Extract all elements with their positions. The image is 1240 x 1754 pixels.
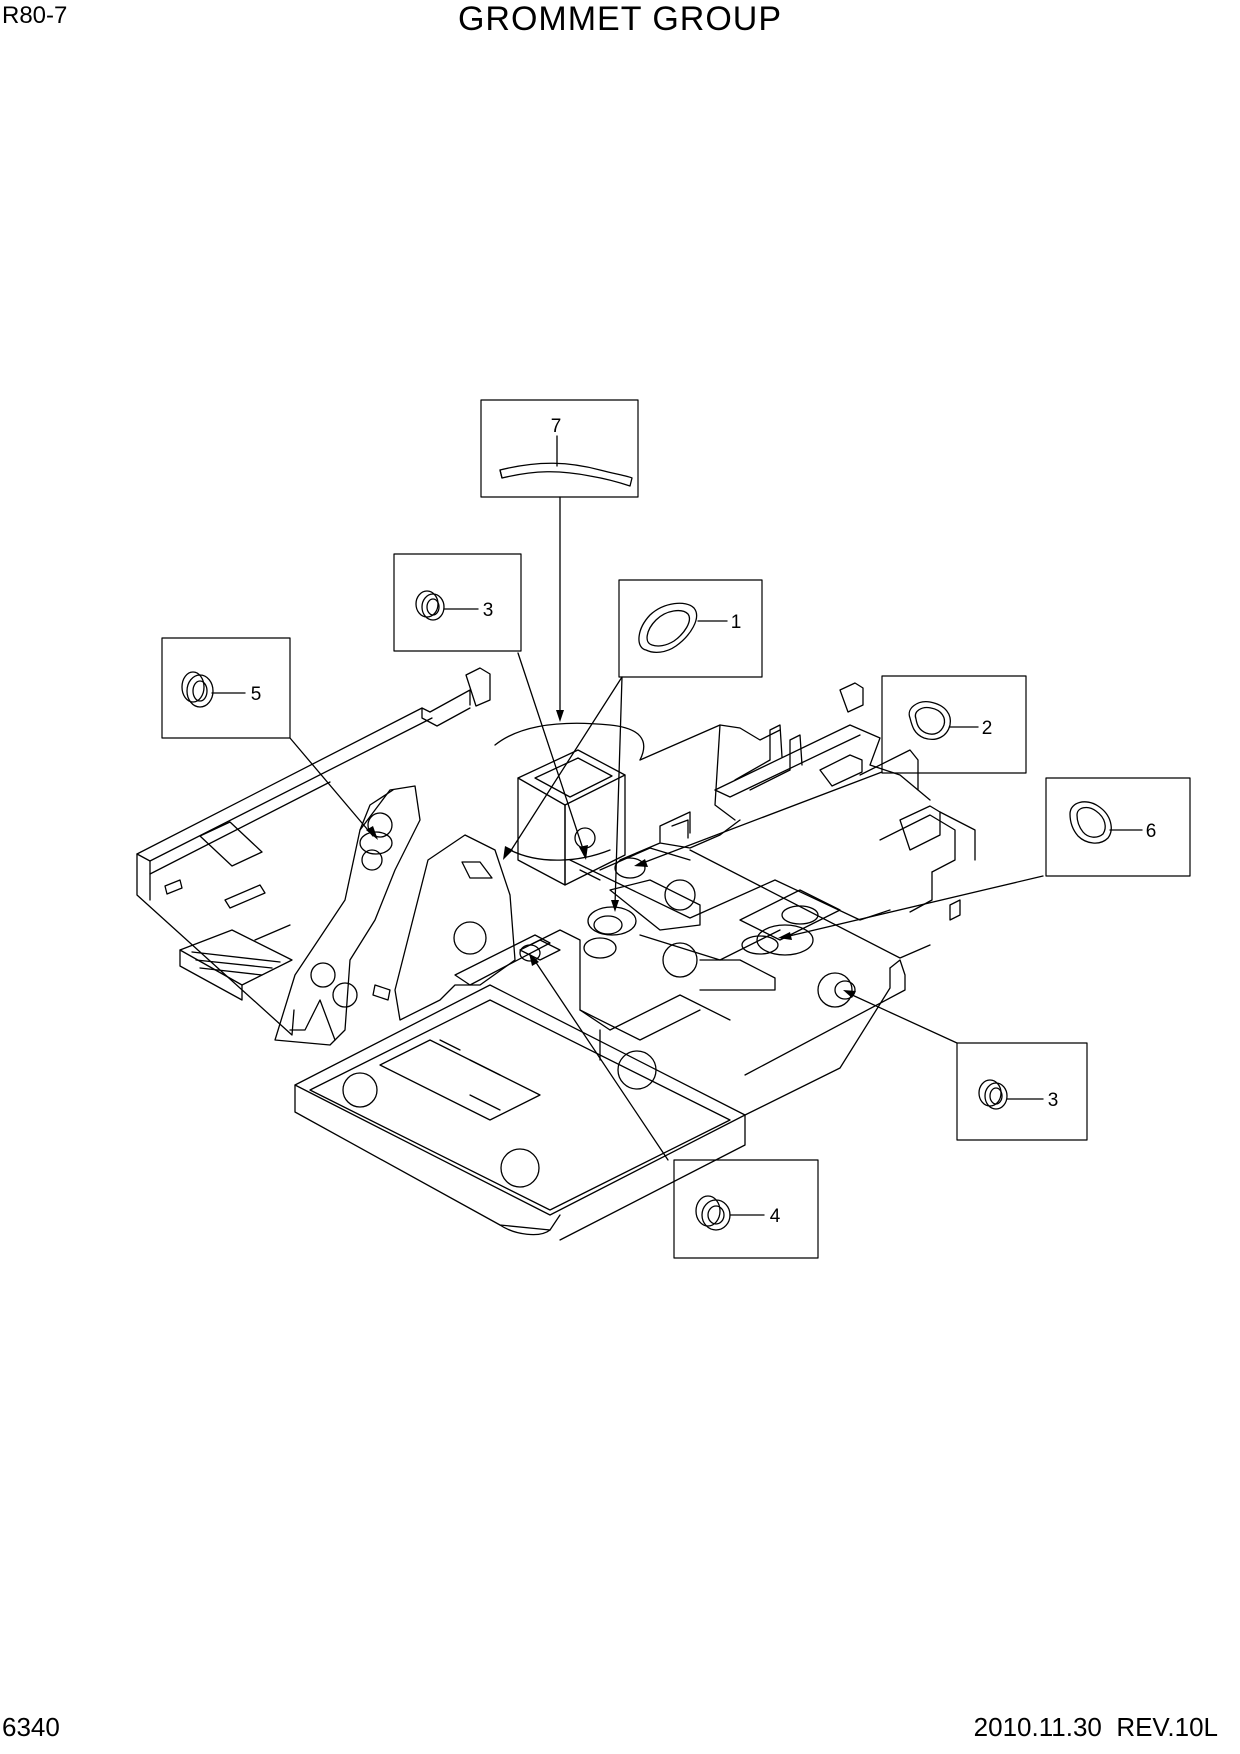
callout-6: 6 [1045, 777, 1191, 877]
leader-lines [289, 496, 1044, 1161]
callout-2: 2 [881, 675, 1027, 774]
callout-label: 7 [551, 416, 562, 437]
callout-label: 3 [1048, 1090, 1059, 1111]
callout-label: 2 [982, 718, 993, 739]
callout-4: 4 [673, 1159, 819, 1259]
callout-label: 5 [251, 684, 262, 705]
oval-grommet-icon [1069, 801, 1112, 844]
callout-1: 1 [618, 579, 763, 678]
page-number: 6340 [2, 1712, 60, 1742]
callout-7: 7 [480, 399, 639, 498]
callout-label: 6 [1146, 821, 1157, 842]
callout-3-top: 3 [393, 553, 522, 652]
callout-label: 3 [483, 600, 494, 621]
model-number: R80-7 [2, 2, 68, 29]
callout-label: 1 [731, 612, 742, 633]
round-grommet-icon [181, 671, 214, 708]
oval-grommet-icon [908, 701, 952, 740]
upper-frame-drawing [136, 667, 976, 1241]
revision-date: 2010.11.30 REV.10L [973, 1712, 1218, 1742]
oval-grommet-icon [638, 602, 698, 653]
callout-3-bottom: 3 [956, 1042, 1088, 1141]
callout-label: 4 [770, 1206, 781, 1227]
callout-5: 5 [161, 637, 291, 739]
round-grommet-icon [978, 1079, 1008, 1110]
round-grommet-icon [695, 1195, 731, 1231]
round-grommet-icon [415, 590, 445, 621]
page-title: GROMMET GROUP [457, 0, 783, 38]
strip-grommet-icon [499, 462, 633, 487]
